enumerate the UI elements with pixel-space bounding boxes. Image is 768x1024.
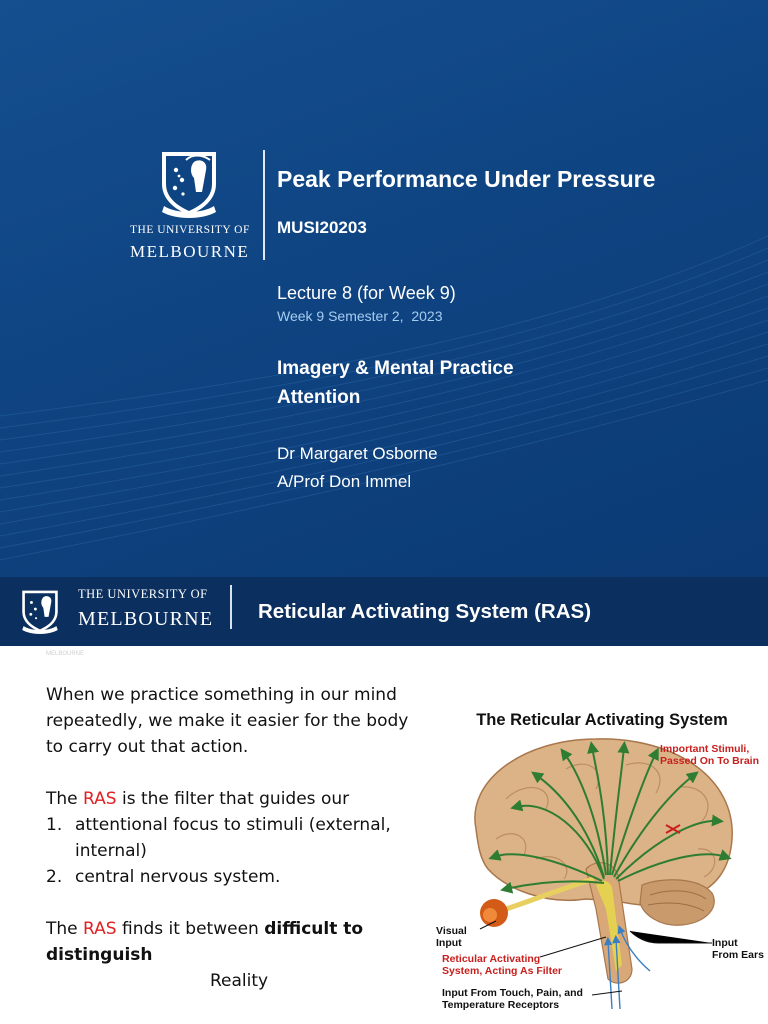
crest-icon bbox=[22, 590, 58, 634]
list-item: 1.attentional focus to stimuli (external… bbox=[46, 815, 391, 861]
ras-slide: THE UNIVERSITY OF MELBOURNE Reticular Ac… bbox=[0, 577, 768, 1024]
author-1: Dr Margaret Osborne bbox=[277, 444, 438, 463]
ras-highlight: RAS bbox=[83, 789, 117, 809]
header-logo-line2: MELBOURNE bbox=[78, 608, 214, 630]
week-semester: Week 9 Semester 2, 2023 bbox=[277, 308, 443, 324]
lecture-label: Lecture 8 (for Week 9) bbox=[277, 283, 456, 303]
slide-body-text: When we practice something in our mind r… bbox=[46, 682, 426, 994]
title-slide: THE UNIVERSITY OF MELBOURNE Peak Perform… bbox=[0, 0, 768, 577]
header-divider bbox=[230, 585, 232, 629]
ras-highlight: RAS bbox=[83, 919, 117, 939]
brain-illustration bbox=[474, 738, 733, 1009]
paragraph-ras-filter: The RAS is the filter that guides our bbox=[46, 789, 350, 809]
list-item: 2.central nervous system. bbox=[46, 867, 281, 887]
topic-imagery: Imagery & Mental Practice bbox=[277, 358, 514, 379]
slide-title: Reticular Activating System (RAS) bbox=[258, 600, 592, 623]
slide-header: THE UNIVERSITY OF MELBOURNE Reticular Ac… bbox=[0, 577, 768, 646]
diagram-title: The Reticular Activating System bbox=[476, 711, 728, 729]
logo-divider bbox=[263, 150, 265, 260]
ras-diagram: The Reticular Activating System Importan… bbox=[436, 709, 768, 1011]
faint-watermark-text: MELBOURNE bbox=[46, 651, 85, 657]
author-2: A/Prof Don Immel bbox=[277, 472, 412, 491]
crest-icon bbox=[162, 152, 216, 218]
label-visual-input: Visual Input bbox=[436, 925, 467, 949]
course-title: Peak Performance Under Pressure bbox=[277, 166, 656, 192]
paragraph-mental-practice: When we practice something in our mind r… bbox=[46, 685, 409, 757]
topic-attention: Attention bbox=[277, 387, 361, 408]
label-touch-pain-temperature: Input From Touch, Pain, and Temperature … bbox=[442, 987, 583, 1011]
header-logo-line1: THE UNIVERSITY OF bbox=[78, 587, 208, 601]
logo-text-line2: MELBOURNE bbox=[130, 242, 250, 261]
reality-label: Reality bbox=[210, 971, 269, 991]
university-logo: THE UNIVERSITY OF MELBOURNE bbox=[130, 148, 250, 266]
label-important-stimuli: Important Stimuli, Passed On To Brain bbox=[660, 743, 759, 767]
paragraph-ras-distinguish: The RAS finds it between difficult to di… bbox=[46, 919, 364, 965]
logo-text-line1: THE UNIVERSITY OF bbox=[130, 224, 250, 236]
label-input-from-ears: Input From Ears bbox=[712, 937, 764, 961]
background-wave-lines bbox=[0, 235, 768, 561]
label-ras-filter: Reticular Activating System, Acting As F… bbox=[442, 953, 563, 977]
course-code: MUSI20203 bbox=[277, 218, 367, 237]
ras-guides-list: 1.attentional focus to stimuli (external… bbox=[46, 812, 426, 890]
